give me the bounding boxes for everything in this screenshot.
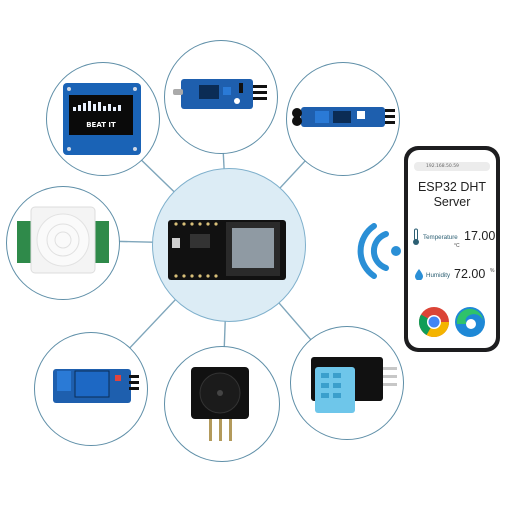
- buzzer-image: [191, 367, 249, 441]
- temperature-unit: °C: [454, 243, 460, 249]
- browser-url-bar[interactable]: 192.168.50.59: [414, 162, 490, 171]
- smartphone: 192.168.50.59 ESP32 DHT Server Temperatu…: [404, 146, 500, 352]
- pir-sensor-image: [17, 206, 109, 274]
- wifi-icon: [357, 223, 401, 279]
- page-title-line1: ESP32 DHT: [417, 180, 487, 194]
- temperature-label: Temperature: [423, 234, 458, 241]
- page-title-line2: Server: [433, 195, 471, 209]
- relay-module: [34, 332, 148, 446]
- pir-sensor-module: [6, 186, 120, 300]
- relay-image: [53, 369, 139, 403]
- dht-sensor-image: [311, 357, 397, 413]
- humidity-unit: %: [490, 268, 495, 274]
- ir-sensor-image: [292, 107, 395, 127]
- humidity-label: Humidity: [426, 272, 451, 279]
- page-title: ESP32 DHT Server: [408, 180, 496, 210]
- light-sensor-module: [164, 40, 278, 154]
- chrome-icon[interactable]: [419, 307, 449, 338]
- buzzer-module: [164, 346, 280, 462]
- ir-sensor-module: [286, 62, 400, 176]
- thermometer-icon: [413, 228, 419, 245]
- dht-sensor-module: [290, 326, 404, 440]
- oled-display-module: BEAT IT: [46, 62, 160, 176]
- temperature-value: 17.00: [464, 229, 496, 243]
- oled-display-image: BEAT IT: [63, 83, 141, 155]
- browser-icons: [419, 307, 485, 338]
- humidity-value: 72.00: [454, 267, 486, 281]
- edge-icon[interactable]: [455, 307, 485, 337]
- oled-text: BEAT IT: [86, 121, 116, 129]
- droplet-icon: [415, 269, 423, 280]
- phone-screen: 192.168.50.59 ESP32 DHT Server Temperatu…: [408, 150, 496, 348]
- light-sensor-image: [173, 79, 267, 109]
